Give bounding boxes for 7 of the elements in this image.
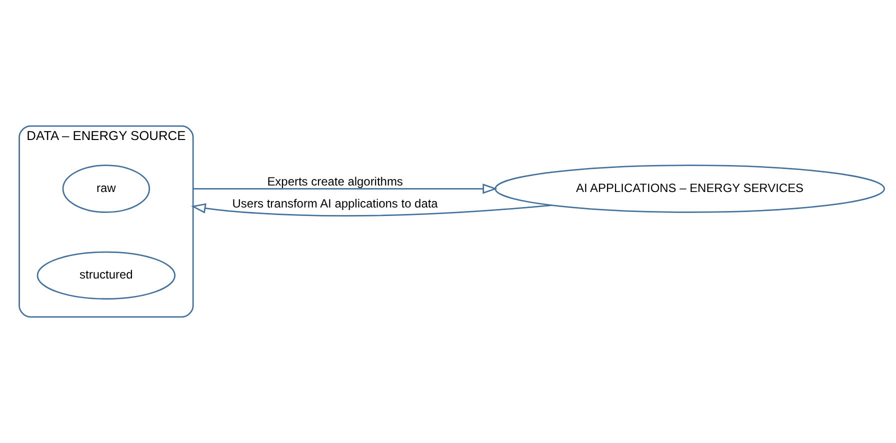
node-ellipse: structured <box>36 251 176 300</box>
edge-label: Experts create algorithms <box>267 174 403 188</box>
arrow <box>191 203 552 216</box>
node-ellipse: raw <box>62 164 150 213</box>
node-ellipse: AI APPLICATIONS – ENERGY SERVICES <box>494 164 885 213</box>
arrow <box>193 184 498 194</box>
edge-label: Users transform AI applications to data <box>232 196 438 211</box>
